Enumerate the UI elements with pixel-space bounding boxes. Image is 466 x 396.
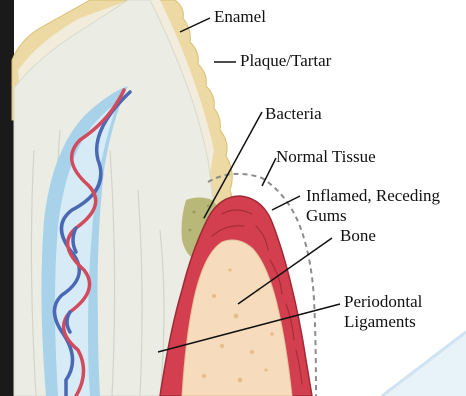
label-bacteria: Bacteria	[265, 104, 322, 124]
label-gums: Gums	[306, 206, 347, 226]
label-inflamed-receding: Inflamed, Receding	[306, 186, 440, 206]
label-bone: Bone	[340, 226, 376, 246]
label-periodontal: Periodontal	[344, 292, 422, 312]
label-ligaments: Ligaments	[344, 312, 416, 332]
label-normal-tissue: Normal Tissue	[276, 147, 376, 167]
label-plaque-tartar: Plaque/Tartar	[240, 51, 331, 71]
label-enamel: Enamel	[214, 7, 266, 27]
inflamed-gums-leader	[272, 196, 300, 210]
